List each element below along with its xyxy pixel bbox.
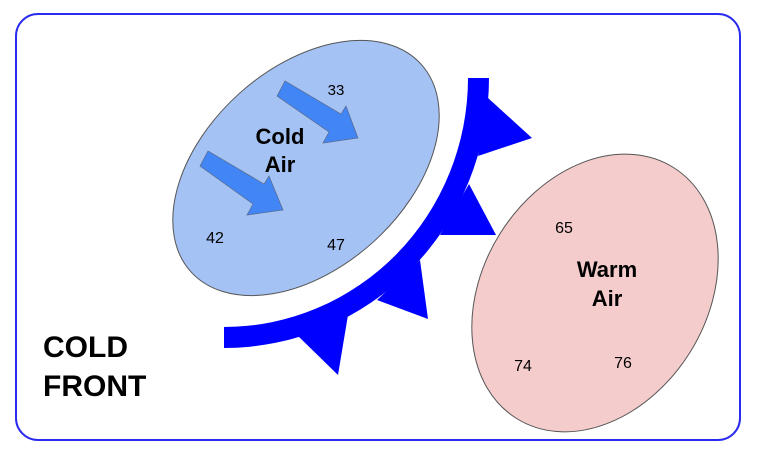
temperature-reading: 47 bbox=[327, 237, 345, 254]
cold-air-label: Air bbox=[265, 152, 296, 177]
cold-air-label: Cold bbox=[256, 124, 305, 149]
diagram-title: FRONT bbox=[43, 370, 146, 403]
wind-arrow-icon bbox=[199, 150, 284, 216]
warm-air-label: Warm bbox=[577, 257, 637, 282]
wind-arrow-icon bbox=[276, 80, 359, 144]
temperature-reading: 42 bbox=[206, 230, 224, 247]
warm-air-mass: Warm Air 65 74 76 bbox=[471, 153, 719, 433]
temperature-reading: 76 bbox=[614, 355, 632, 372]
temperature-reading: 65 bbox=[555, 220, 573, 237]
temperature-reading: 33 bbox=[328, 82, 345, 99]
cold-front-symbol bbox=[224, 78, 532, 375]
diagram-title: COLD bbox=[43, 331, 128, 364]
cold-air-mass: Cold Air 33 42 47 bbox=[172, 39, 440, 297]
temperature-reading: 74 bbox=[514, 358, 532, 375]
warm-air-label: Air bbox=[592, 286, 623, 311]
